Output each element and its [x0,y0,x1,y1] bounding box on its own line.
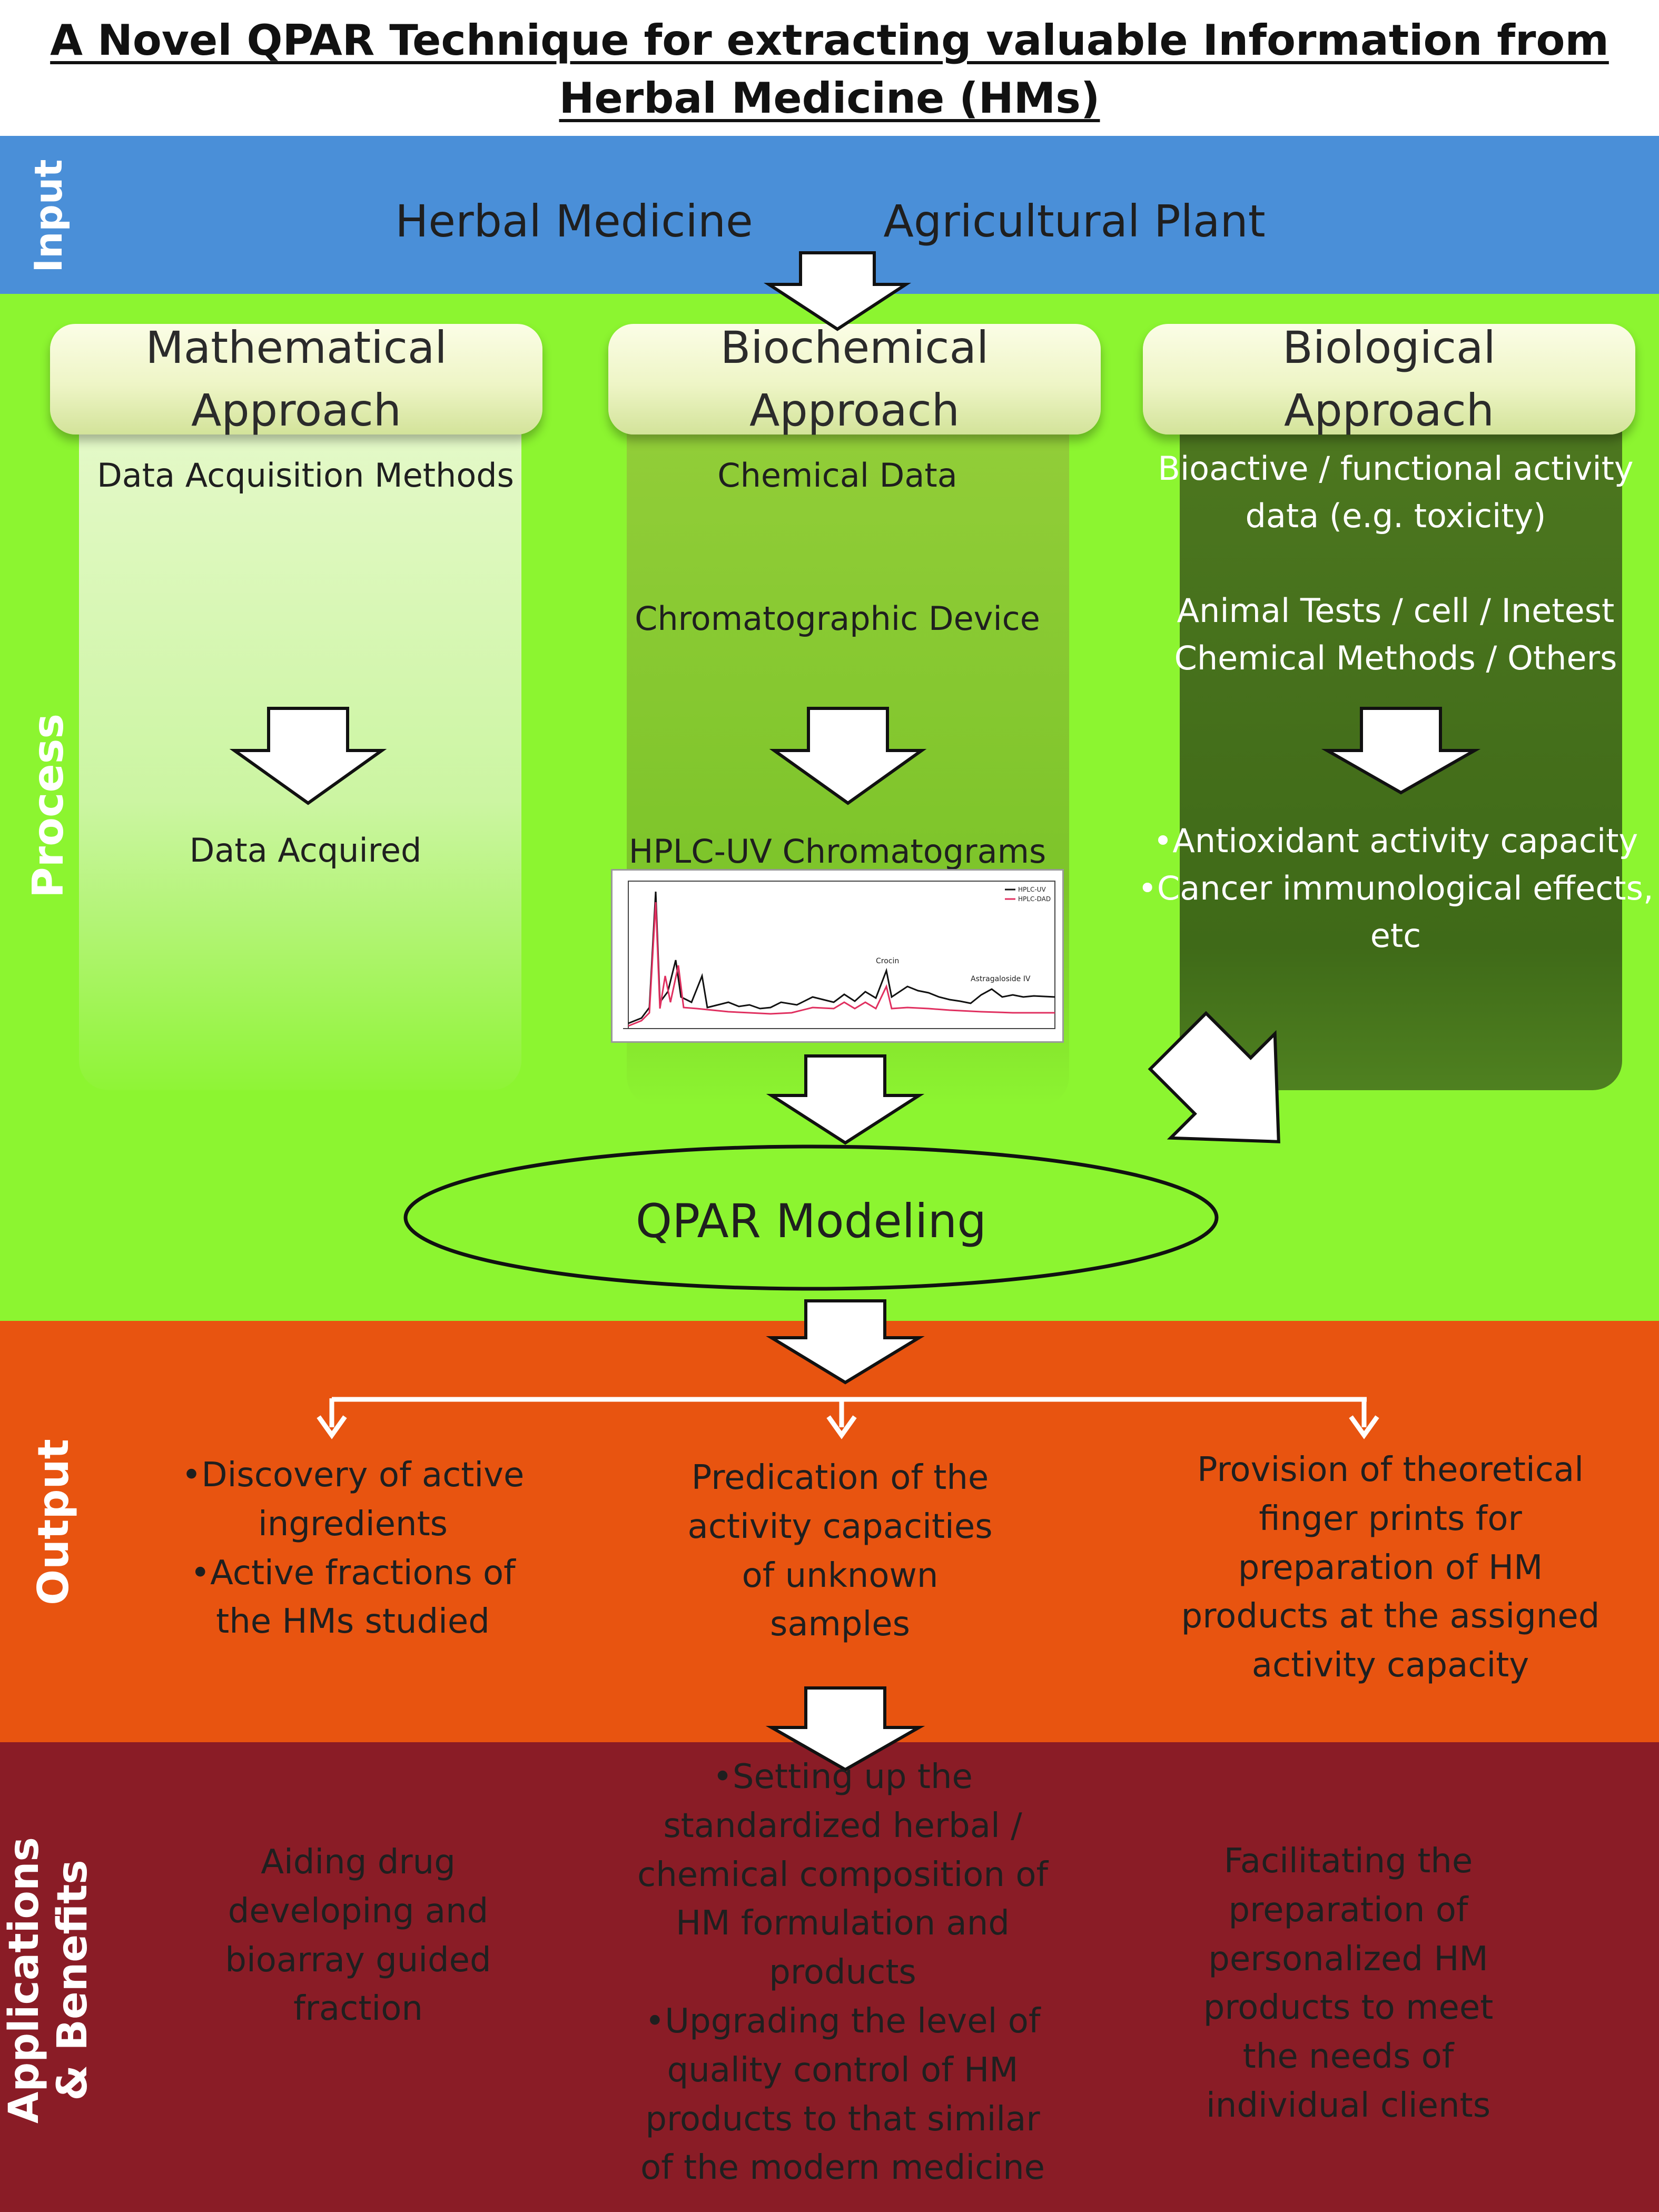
applications-middle-line3: chemical composition of [637,1855,1048,1894]
applications-right-line1: Facilitating the [1223,1842,1473,1881]
mathematical-approach-tab: Mathematical Approach [50,322,542,436]
chromatogram-legend-top: HPLC-UV [1018,886,1046,893]
output-middle-line1: Predication of the [691,1458,989,1497]
applications-middle-line8: products to that similar [645,2099,1040,2139]
input-agricultural-plant: Agricultural Plant [883,195,1266,247]
chemical-data: Chemical Data [717,456,957,495]
qpar-ellipse [403,1144,1219,1291]
applications-middle-line4: HM formulation and [676,1904,1010,1943]
output-band [0,1321,1659,1742]
applications-right-line2: preparation of [1228,1890,1468,1930]
bioactive-line2: data (e.g. toxicity) [1245,496,1546,535]
animal-tests-line1: Animal Tests / cell / Inetest [1177,591,1615,630]
output-branch-left-head [317,1415,347,1439]
applications-left-line3: bioarray guided [225,1940,491,1980]
applications-middle-line6: •Upgrading the level of [645,2001,1041,2041]
output-right-line2: finger prints for [1259,1499,1522,1538]
arrow-down-input [763,251,912,331]
applications-right-line5: the needs of [1242,2037,1454,2077]
chromatogram-plot: Crocin Astragaloside IV HPLC-UV HPLC-DAD [623,881,1055,1029]
biochemical-tab-line1: Biochemical [720,321,989,373]
biological-tab-line1: Biological [1282,321,1496,373]
biochemical-tab-line2: Approach [749,384,960,436]
antioxidant-bullet: •Antioxidant activity capacity [1153,822,1638,860]
chromatographic-device: Chromatographic Device [635,599,1040,638]
chromatogram-trace-black [628,891,1055,1024]
applications-left-line4: fraction [293,1989,423,2029]
applications-left: Aiding drug developing and bioarray guid… [158,1838,558,2033]
output-left: •Discovery of active ingredients •Active… [147,1451,558,1646]
output-right-line3: preparation of HM [1238,1548,1543,1587]
qpar-modeling-label: QPAR Modeling [635,1194,987,1248]
output-right-line1: Provision of theoretical [1197,1450,1584,1489]
output-branch-right-head [1349,1415,1379,1439]
output-middle-line2: activity capacities [687,1507,993,1546]
chromatogram-image: Crocin Astragaloside IV HPLC-UV HPLC-DAD [611,869,1064,1043]
arrow-down-biochemical [769,707,927,805]
chromatogram-legend-bottom: HPLC-DAD [1018,895,1051,903]
output-middle-line4: samples [769,1605,911,1644]
diagram-title-line1: A Novel QPAR Technique for extracting va… [50,16,1609,65]
mathematical-tab-line1: Mathematical [145,321,447,373]
bioactive-data: Bioactive / functional activity data (e.… [1132,445,1659,540]
bioactive-line1: Bioactive / functional activity [1158,449,1634,488]
biological-tab-line2: Approach [1283,384,1495,436]
applications-left-line2: developing and [228,1891,489,1931]
biological-results: •Antioxidant activity capacity •Cancer i… [1132,817,1659,960]
applications-left-line1: Aiding drug [261,1843,456,1882]
output-right: Provision of theoretical finger prints f… [1132,1446,1648,1690]
applications-middle-line7: quality control of HM [667,2050,1019,2090]
input-herbal-medicine: Herbal Medicine [395,195,753,247]
data-acquisition-methods: Data Acquisition Methods [97,456,514,495]
arrow-down-output [766,1299,925,1385]
mathematical-tab-line2: Approach [191,384,402,436]
animal-tests: Animal Tests / cell / Inetest Chemical M… [1132,587,1659,682]
applications-middle-line2: standardized herbal / [663,1806,1022,1845]
arrow-down-biological [1321,707,1481,795]
arrow-down-applications [765,1686,925,1772]
output-middle-line3: of unknown [742,1556,939,1595]
chromatogram-peak-astragaloside: Astragaloside IV [971,975,1031,983]
output-left-line3: •Active fractions of [190,1553,516,1593]
applications-right-line4: products to meet [1203,1988,1494,2028]
chromatogram-peak-crocin: Crocin [876,957,899,965]
output-right-line4: products at the assigned [1181,1597,1600,1636]
output-branch-middle-head [826,1415,857,1439]
applications-right-line3: personalized HM [1208,1939,1488,1979]
cancer-bullet: •Cancer immunological effects, [1138,868,1654,907]
chromatogram-trace-red [628,902,1055,1027]
applications-middle-line5: products [769,1953,916,1992]
cancer-bullet-cont: etc [1370,916,1421,955]
arrow-diagonal-biological [1148,1011,1280,1143]
output-middle: Predication of the activity capacities o… [632,1454,1048,1649]
output-left-line1: •Discovery of active [181,1456,525,1495]
hplc-uv-chromatograms: HPLC-UV Chromatograms [628,832,1046,871]
arrow-down-to-qpar [766,1054,925,1145]
applications-band [0,1742,1659,2212]
applications-right: Facilitating the preparation of personal… [1138,1837,1559,2130]
applications-middle: •Setting up the standardized herbal / ch… [611,1753,1074,2193]
biological-approach-tab: Biological Approach [1143,322,1635,436]
output-left-line2: ingredients [258,1504,448,1544]
output-left-line4: the HMs studied [216,1602,490,1642]
animal-tests-line2: Chemical Methods / Others [1174,638,1617,677]
applications-right-line6: individual clients [1206,2086,1491,2125]
applications-middle-line9: of the modern medicine [640,2148,1045,2188]
output-right-line5: activity capacity [1251,1646,1529,1685]
data-acquired: Data Acquired [189,831,422,870]
arrow-down-mathematical [229,707,387,805]
applications-middle-line1: •Setting up the [713,1757,973,1796]
diagram-title-line2: Herbal Medicine (HMs) [559,74,1100,123]
biochemical-approach-tab: Biochemical Approach [608,322,1101,436]
